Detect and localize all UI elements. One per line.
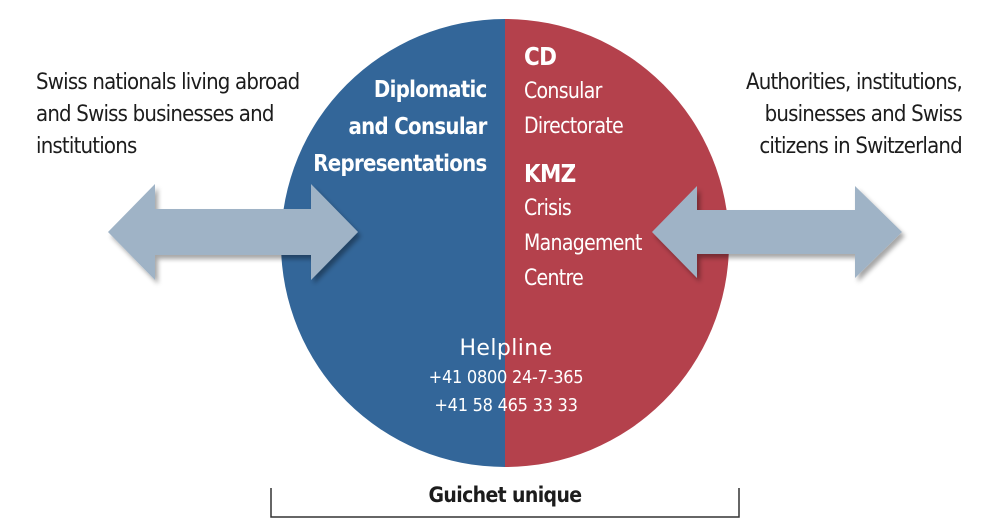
swiss-abroad-line: and Swiss businesses and [36,102,274,127]
swiss-domestic-line: Authorities, institutions, [746,70,963,95]
swiss-abroad-line: institutions [36,134,137,159]
guichet-unique-label: Guichet unique [428,483,583,507]
left-double-arrow [108,184,358,280]
cd-abbreviation: CD [524,42,557,71]
diplomatic-line: Diplomatic [374,77,487,103]
right-double-arrow [652,186,902,278]
swiss-domestic-line: businesses and Swiss [764,102,963,127]
red-half-labels: CD Consular Directorate KMZ Crisis Manag… [524,40,642,296]
swiss-abroad-label: Swiss nationals living abroad and Swiss … [36,67,300,163]
kmz-abbreviation: KMZ [524,159,576,188]
helpline-block: Helpline +41 0800 24-7-365 +41 58 465 33… [356,334,656,420]
helpline-title: Helpline [459,336,553,361]
diplomatic-representations-label: Diplomatic and Consular Representations [313,72,488,183]
cd-name-line: Directorate [524,114,624,139]
helpline-phone-number: +41 0800 24-7-365 [428,367,584,388]
swiss-domestic-line: citizens in Switzerland [759,134,962,159]
swiss-domestic-label: Authorities, institutions, businesses an… [746,67,963,163]
kmz-name-line: Management [524,231,642,256]
helpline-phone-number: +41 58 465 33 33 [434,395,578,416]
red-half-circle [505,19,729,467]
swiss-abroad-line: Swiss nationals living abroad [36,70,300,95]
kmz-name-line: Crisis [524,196,572,221]
cd-name-line: Consular [524,79,602,104]
guichet-bracket [270,488,740,518]
kmz-name-line: Centre [524,266,584,291]
diplomatic-line: Representations [313,151,488,177]
blue-half-circle [281,19,505,467]
diplomatic-line: and Consular [348,114,488,140]
